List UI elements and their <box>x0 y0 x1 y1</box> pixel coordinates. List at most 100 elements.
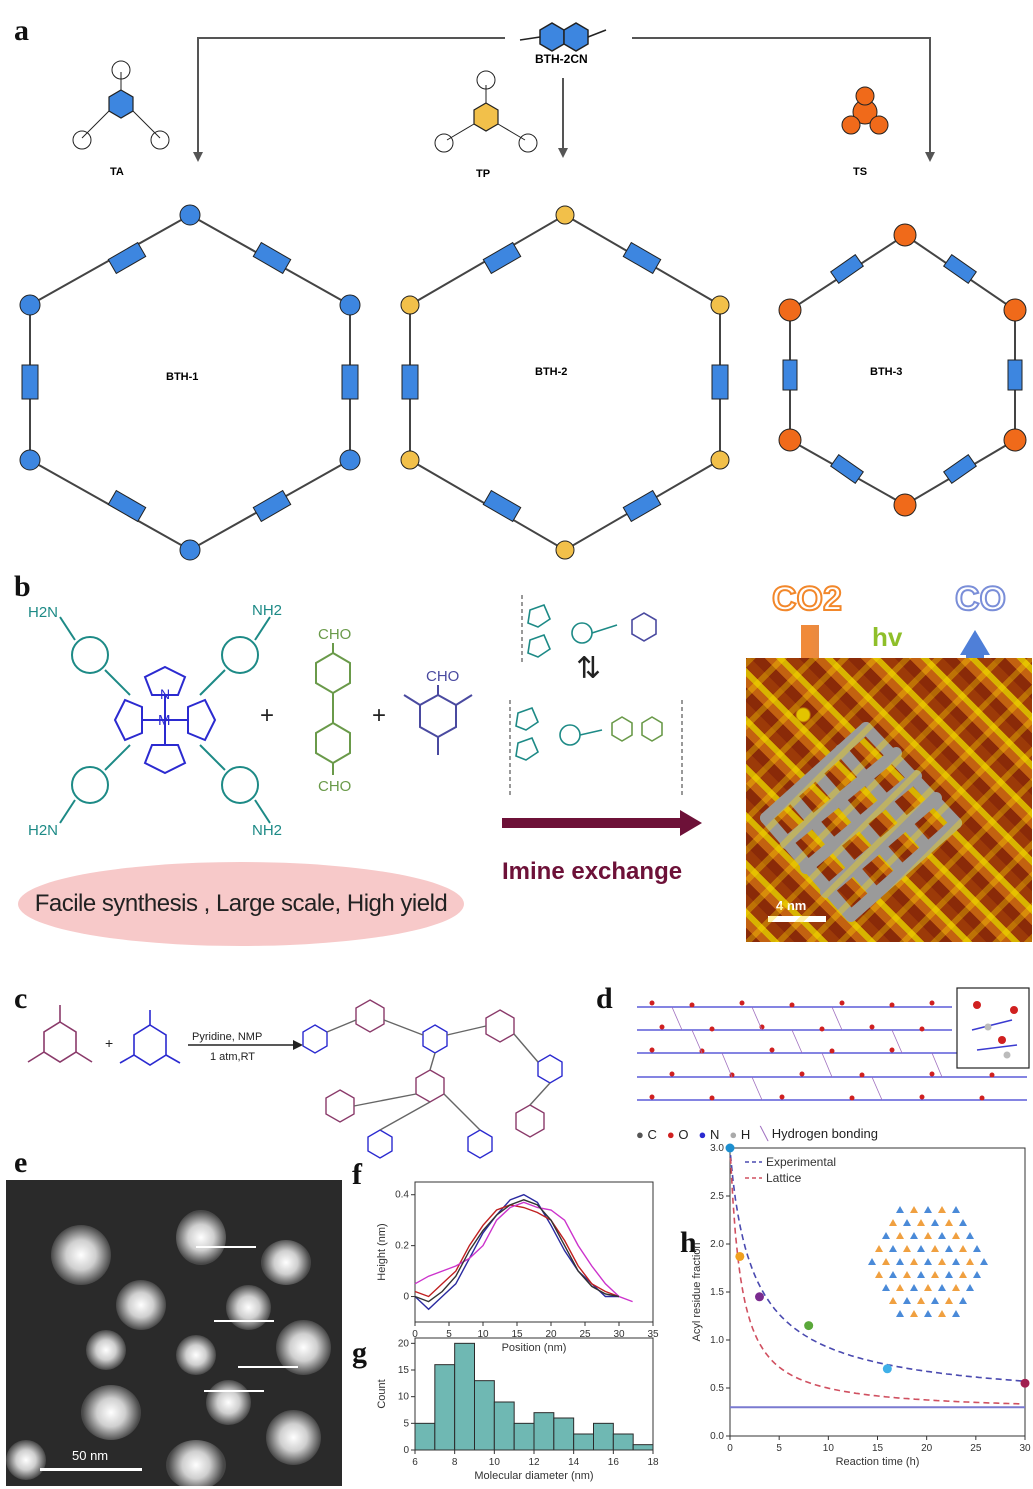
bth-1-label: BTH-1 <box>166 371 198 383</box>
hydrogen-bonded-layers <box>637 987 1030 1101</box>
lattice-node <box>889 1245 897 1252</box>
lattice-overlay <box>760 722 962 922</box>
zoom-inset <box>956 987 1030 1069</box>
lattice-node <box>966 1284 974 1291</box>
x-tick-label: 0 <box>727 1443 733 1454</box>
data-point <box>735 1251 745 1261</box>
lattice-node <box>875 1245 883 1252</box>
stm-scale-bar <box>768 916 826 922</box>
lattice-node <box>910 1258 918 1265</box>
lattice-node <box>910 1206 918 1213</box>
biphenyl-dialdehyde: CHO CHO <box>315 626 351 795</box>
lattice-node <box>896 1258 904 1265</box>
legend-o: ● O <box>666 1126 689 1142</box>
lattice-node <box>882 1258 890 1265</box>
y-tick-label: 2.5 <box>710 1191 724 1202</box>
histogram-bar <box>434 1364 456 1451</box>
x-tick-label: 10 <box>489 1457 501 1468</box>
x-tick-label: 30 <box>1019 1443 1031 1454</box>
profile-series-3 <box>414 1201 633 1303</box>
y-tick-label: 0.0 <box>710 1431 724 1442</box>
conditions-line-1: Pyridine, NMP <box>192 1031 262 1043</box>
y-tick-label: 15 <box>398 1365 410 1376</box>
y-tick-label: 0.4 <box>395 1190 409 1201</box>
y-tick-label: 5 <box>403 1418 409 1429</box>
lattice-node <box>896 1206 904 1213</box>
x-tick-label: 20 <box>921 1443 933 1454</box>
panel-label-d: d <box>596 982 613 1015</box>
lattice-node <box>924 1310 932 1317</box>
data-point <box>755 1292 764 1302</box>
x-axis-label: Molecular diameter (nm) <box>474 1470 593 1482</box>
trimesoyl-chloride <box>27 1005 93 1063</box>
x-axis-label: Position (nm) <box>502 1342 567 1354</box>
y-tick-label: 1.5 <box>710 1287 724 1298</box>
melamine <box>119 1010 181 1066</box>
imine-exchange-arrow-shaft <box>502 818 692 828</box>
plus-sign-1: + <box>260 702 275 729</box>
lattice-node <box>952 1310 960 1317</box>
panel-label-h: h <box>680 1226 697 1259</box>
y-axis-label: Count <box>376 1379 388 1408</box>
lattice-node <box>952 1206 960 1213</box>
panel-label-a: a <box>14 14 29 47</box>
bth-1-framework <box>19 204 361 561</box>
data-point <box>725 1143 735 1153</box>
x-tick-label: 20 <box>545 1329 557 1340</box>
lattice-node <box>882 1232 890 1239</box>
lattice-node <box>917 1297 925 1304</box>
plot-frame <box>729 1147 1026 1437</box>
x-tick-label: 5 <box>776 1443 782 1454</box>
bth-3-framework <box>778 223 1027 517</box>
lattice-node <box>896 1310 904 1317</box>
panel-label-f: f <box>352 1158 362 1191</box>
lattice-node <box>973 1245 981 1252</box>
x-tick-label: 15 <box>872 1443 884 1454</box>
lattice-node <box>889 1219 897 1226</box>
lattice-node <box>924 1232 932 1239</box>
x-tick-label: 35 <box>647 1329 659 1340</box>
mesitaldehyde: CHO <box>403 668 473 755</box>
x-tick-label: 5 <box>446 1329 452 1340</box>
lattice-node <box>945 1271 953 1278</box>
stm-scale-label: 4 nm <box>776 898 806 913</box>
lattice-node <box>973 1271 981 1278</box>
porph-h2n-top: H2N <box>28 604 58 621</box>
panel-label-c: c <box>14 982 28 1015</box>
x-tick-label: 25 <box>579 1329 591 1340</box>
lattice-node <box>889 1297 897 1304</box>
lattice-node <box>931 1271 939 1278</box>
histogram-bar <box>493 1401 515 1451</box>
x-tick-label: 15 <box>511 1329 523 1340</box>
tp-monomer <box>434 70 538 153</box>
porph-nh2-top: NH2 <box>252 602 282 619</box>
data-point <box>882 1364 892 1374</box>
lattice-node <box>945 1245 953 1252</box>
lattice-node <box>980 1258 988 1265</box>
co2-label: CO2 <box>771 579 843 619</box>
ts-monomer <box>841 86 889 135</box>
histogram-bar <box>593 1422 614 1451</box>
y-tick-label: 0 <box>403 1445 409 1456</box>
lattice-node <box>959 1245 967 1252</box>
legend-lattice: Lattice <box>766 1171 802 1185</box>
porphyrin-molecule: N M H2N NH2 H2N NH2 <box>28 602 282 839</box>
panel-label-g: g <box>352 1336 367 1369</box>
imine-exchange-arrow-head <box>680 810 702 836</box>
y-tick-label: 2.0 <box>710 1239 724 1250</box>
lattice-node <box>924 1258 932 1265</box>
lattice-node <box>938 1232 946 1239</box>
afm-scale-bar <box>40 1468 142 1471</box>
bp-cho-top: CHO <box>318 626 351 643</box>
histogram-bar <box>573 1433 595 1451</box>
lattice-node <box>875 1271 883 1278</box>
data-point <box>1020 1378 1030 1388</box>
lattice-node <box>959 1297 967 1304</box>
imine-exchange-scheme: ⇅ <box>509 595 683 795</box>
lattice-node <box>903 1297 911 1304</box>
porph-metal: M <box>158 712 171 729</box>
panel-d-legend: ● C ● O ● N ● H ╲ Hydrogen bonding <box>636 1126 878 1142</box>
equilibrium-arrows: ⇅ <box>576 652 601 685</box>
